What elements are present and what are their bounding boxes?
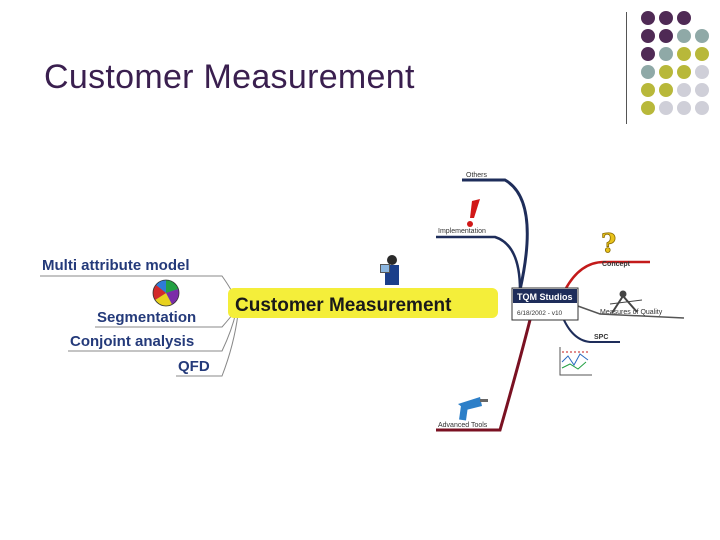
right-node-implementation[interactable]: Implementation	[438, 228, 486, 235]
right-node-measures[interactable]: Measures of Quality	[600, 309, 663, 316]
center-highlight	[228, 288, 498, 318]
center-node-label[interactable]: Customer Measurement	[235, 295, 452, 316]
right-node-spc[interactable]: SPC	[594, 334, 608, 341]
presenter-icon	[380, 255, 399, 285]
pie-chart-icon	[152, 279, 180, 307]
right-node-concept[interactable]: Concept	[602, 261, 631, 268]
right-node-others[interactable]: Others	[466, 172, 488, 179]
tqm-studio-subtitle: 6/18/2002 - v10	[517, 310, 563, 317]
tqm-studio-title: TQM Studios	[517, 292, 573, 302]
right-branches	[436, 178, 685, 432]
drill-icon	[458, 397, 488, 421]
slide-title: Customer Measurement	[44, 58, 415, 96]
exclamation-icon	[467, 199, 480, 227]
spc-chart-icon	[559, 347, 592, 376]
left-node-qfd[interactable]: QFD	[178, 358, 210, 375]
right-node-advanced[interactable]: Advanced Tools	[438, 422, 488, 429]
tqm-studio-box[interactable]: TQM Studios 6/18/2002 - v10	[511, 287, 579, 321]
question-mark-icon: ?	[601, 229, 617, 260]
left-node-conjoint[interactable]: Conjoint analysis	[70, 333, 194, 350]
svg-text:?: ?	[601, 229, 616, 259]
compass-icon	[609, 290, 643, 314]
title-divider-line	[626, 12, 627, 124]
left-node-segmentation[interactable]: Segmentation	[97, 309, 196, 326]
left-node-multi-attribute[interactable]: Multi attribute model	[42, 257, 190, 274]
